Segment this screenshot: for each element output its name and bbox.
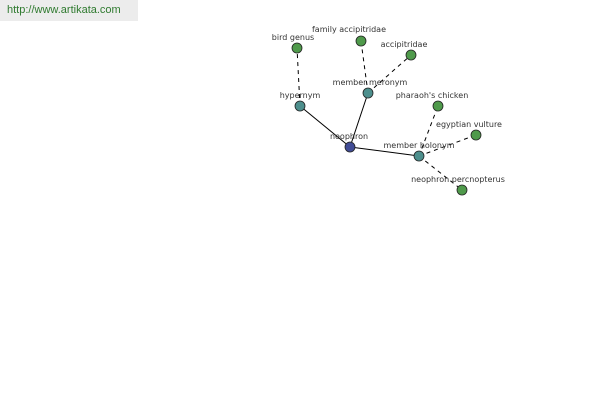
graph-nodes	[291, 35, 482, 196]
edge-hypernym-to-bird-genus	[296, 47, 301, 107]
node-label-member-meronym[interactable]: member meronym	[333, 78, 408, 87]
edge-member-meronym-to-accipitridae	[367, 54, 412, 94]
edge-member-meronym-to-family-accipitridae	[360, 40, 369, 94]
graph-edges	[296, 40, 477, 191]
node-egyptian-vulture[interactable]	[470, 129, 482, 141]
edge-neophron-to-member-holonym	[349, 146, 420, 157]
node-label-pharaohs-chicken[interactable]: pharaoh's chicken	[396, 91, 469, 100]
edge-member-holonym-to-pharaohs-chicken	[418, 105, 439, 157]
edge-neophron-to-member-meronym	[349, 92, 369, 148]
node-label-family-accipitridae[interactable]: family accipitridae	[312, 25, 386, 34]
node-member-holonym[interactable]	[413, 150, 425, 162]
node-label-neophron[interactable]: neophron	[330, 132, 368, 141]
node-label-hypernym[interactable]: hypernym	[280, 91, 321, 100]
node-label-egyptian-vulture[interactable]: egyptian vulture	[436, 120, 502, 129]
node-pharaohs-chicken[interactable]	[432, 100, 444, 112]
edge-member-holonym-to-egyptian-vulture	[418, 134, 477, 157]
node-neophron[interactable]	[344, 141, 356, 153]
url-banner[interactable]: http://www.artikata.com	[0, 0, 138, 21]
node-label-member-holonym[interactable]: member holonym	[383, 141, 454, 150]
node-label-neophron-percnopterus[interactable]: neophron percnopterus	[411, 175, 505, 184]
node-family-accipitridae[interactable]	[355, 35, 367, 47]
node-label-bird-genus[interactable]: bird genus	[272, 33, 314, 42]
node-bird-genus[interactable]	[291, 42, 303, 54]
edge-member-holonym-to-neophron-percnopterus	[418, 155, 463, 191]
node-neophron-percnopterus[interactable]	[456, 184, 468, 196]
node-hypernym[interactable]	[294, 100, 306, 112]
node-label-accipitridae[interactable]: accipitridae	[381, 40, 428, 49]
node-accipitridae[interactable]	[405, 49, 417, 61]
edge-neophron-to-hypernym	[299, 105, 351, 148]
graph-labels: neophron hypernym member meronym member hol…	[272, 25, 505, 184]
node-member-meronym[interactable]	[362, 87, 374, 99]
url-text[interactable]: http://www.artikata.com	[7, 4, 121, 16]
